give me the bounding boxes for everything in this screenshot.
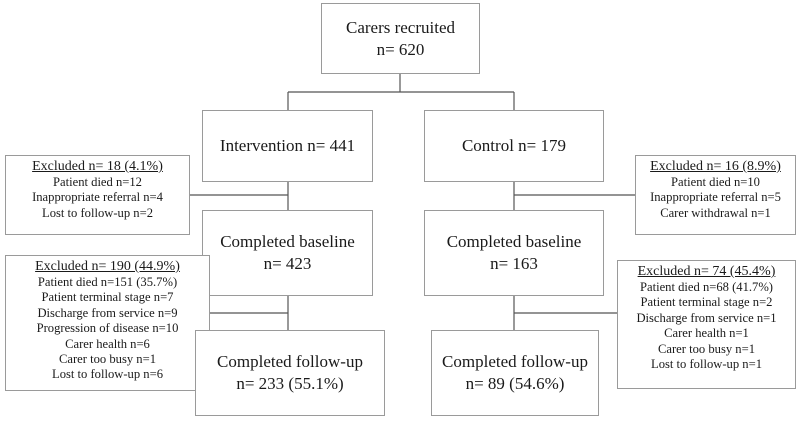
exclusion-header: Excluded n= 18 (4.1%)	[32, 159, 163, 174]
exclusion-reason: Inappropriate referral n=4	[32, 190, 163, 205]
recruited-box: Carers recruited n= 620	[321, 3, 480, 74]
exclusion-reason: Patient terminal stage n=2	[640, 295, 773, 310]
control-followup-title: Completed follow-up	[442, 352, 588, 371]
exclusion-reason: Carer withdrawal n=1	[660, 205, 771, 220]
intervention-followup-count: n= 233 (55.1%)	[236, 374, 344, 393]
intervention-followup-title: Completed follow-up	[217, 352, 363, 371]
intervention-baseline-count: n= 423	[263, 254, 312, 273]
exclusion-header: Excluded n= 16 (8.9%)	[650, 159, 781, 174]
exclusion-reason: Patient died n=10	[671, 175, 760, 189]
exclusion-header: Excluded n= 74 (45.4%)	[637, 264, 776, 279]
exclusion-reason: Lost to follow-up n=1	[651, 357, 762, 372]
control-baseline-title: Completed baseline	[446, 232, 582, 251]
recruited-title: Carers recruited	[345, 17, 456, 37]
control-baseline-count: n= 163	[490, 254, 538, 273]
intervention-allocation-label: Intervention n= 441	[219, 136, 356, 155]
intervention-baseline-title: Completed baseline	[220, 232, 355, 251]
exclusion-reason: Lost to follow-up n=6	[52, 367, 163, 382]
intervention-excluded-baseline-box: Excluded n= 18 (4.1%) Patient died n=12 …	[5, 155, 190, 235]
intervention-excluded-followup-box: Excluded n= 190 (44.9%) Patient died n=1…	[5, 255, 210, 391]
exclusion-header: Excluded n= 190 (44.9%)	[35, 259, 180, 274]
control-followup-count: n= 89 (54.6%)	[465, 374, 565, 393]
exclusion-reason: Patient died n=68 (41.7%)	[639, 280, 773, 294]
intervention-baseline-box: Completed baseline n= 423	[202, 210, 373, 296]
control-allocation-box: Control n= 179	[424, 110, 604, 182]
intervention-allocation-box: Intervention n= 441	[202, 110, 373, 182]
control-allocation-label: Control n= 179	[461, 136, 567, 155]
exclusion-reason: Discharge from service n=1	[636, 310, 777, 325]
exclusion-reason: Carer health n=6	[65, 336, 150, 351]
exclusion-reason: Carer too busy n=1	[658, 341, 755, 356]
exclusion-reason: Inappropriate referral n=5	[650, 190, 781, 205]
control-excluded-baseline-box: Excluded n= 16 (8.9%) Patient died n=10 …	[635, 155, 796, 235]
control-excluded-followup-box: Excluded n= 74 (45.4%) Patient died n=68…	[617, 260, 796, 389]
exclusion-reason: Patient died n=12	[53, 175, 142, 189]
recruited-count: n= 620	[376, 39, 425, 59]
exclusion-reason: Discharge from service n=9	[37, 305, 178, 320]
exclusion-reason: Patient terminal stage n=7	[41, 290, 174, 305]
exclusion-reason: Patient died n=151 (35.7%)	[37, 275, 178, 289]
exclusion-reason: Lost to follow-up n=2	[42, 205, 153, 220]
intervention-followup-box: Completed follow-up n= 233 (55.1%)	[195, 330, 385, 416]
exclusion-reason: Progression of disease n=10	[36, 321, 179, 336]
control-baseline-box: Completed baseline n= 163	[424, 210, 604, 296]
exclusion-reason: Carer too busy n=1	[59, 352, 156, 367]
control-followup-box: Completed follow-up n= 89 (54.6%)	[431, 330, 599, 416]
exclusion-reason: Carer health n=1	[664, 326, 749, 341]
